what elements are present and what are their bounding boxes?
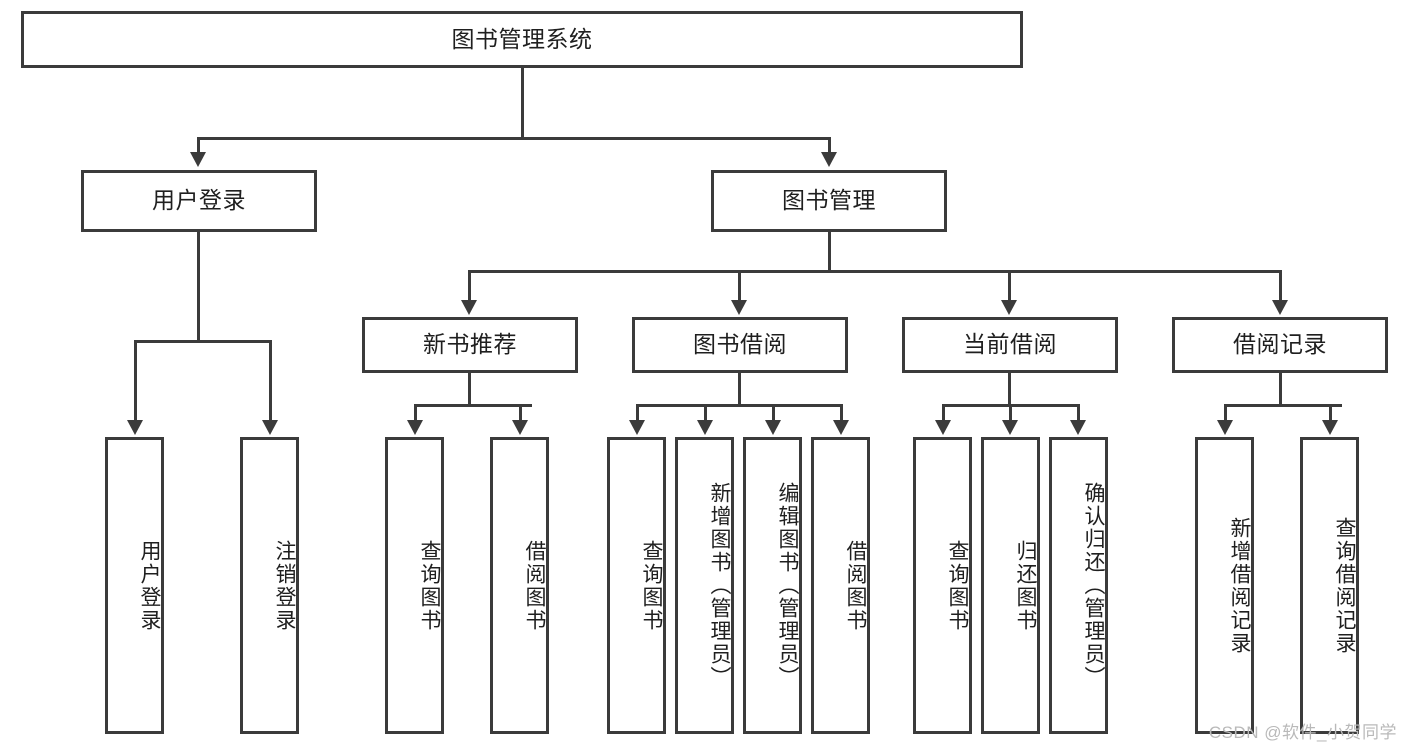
edge-current-borrow-stem [1008,373,1011,406]
arrow-current-borrow-to-leaf-2 [1002,420,1018,435]
node-label: 查询借阅记录 [1333,516,1356,655]
watermark-text: CSDN @软件_小贺同学 [1208,723,1397,742]
node-label: 查询图书 [946,539,969,632]
node-label: 借阅图书 [523,539,546,632]
leaf-user-login-logout[interactable]: 注销登录 [240,437,299,734]
leaf-book-borrow-add[interactable]: 新增图书（管理员） [675,437,734,734]
node-label: 新书推荐 [423,331,517,358]
edge-new-book-stem [468,373,471,406]
node-root-book-management-system[interactable]: 图书管理系统 [21,11,1023,68]
node-book-management[interactable]: 图书管理 [711,170,947,232]
edge-new-book-bus [414,404,532,407]
leaf-borrow-record-add[interactable]: 新增借阅记录 [1195,437,1254,734]
node-current-borrow[interactable]: 当前借阅 [902,317,1118,373]
leaf-new-book-query[interactable]: 查询图书 [385,437,444,734]
edge-bm-to-current-borrow [1008,270,1011,302]
edge-book-management-bus [468,270,1282,273]
node-label: 图书管理系统 [451,25,593,52]
leaf-book-borrow-borrow[interactable]: 借阅图书 [811,437,870,734]
node-borrow-record[interactable]: 借阅记录 [1172,317,1388,373]
edge-bm-to-book-borrow [738,270,741,302]
edge-book-borrow-to-leaf-3 [772,404,775,422]
node-label: 借阅记录 [1233,331,1327,358]
arrow-new-book-to-leaf-1 [407,420,423,435]
arrow-book-borrow-to-leaf-4 [833,420,849,435]
node-label: 图书借阅 [693,331,787,358]
edge-borrow-record-to-leaf-2 [1329,404,1332,422]
node-label: 注销登录 [273,539,296,632]
leaf-book-borrow-edit[interactable]: 编辑图书（管理员） [743,437,802,734]
edge-current-borrow-to-leaf-3 [1077,404,1080,422]
arrow-new-book-to-leaf-2 [512,420,528,435]
edge-root-to-book-management [828,137,831,157]
edge-root-bus [197,137,831,140]
arrow-user-login-to-leaf-1 [127,420,143,435]
node-label: 新增图书（管理员） [708,482,731,689]
arrow-book-borrow-to-leaf-2 [697,420,713,435]
leaf-current-borrow-query[interactable]: 查询图书 [913,437,972,734]
edge-book-management-stem [828,232,831,272]
edge-book-borrow-to-leaf-4 [840,404,843,422]
arrow-bm-to-new-book [461,300,477,315]
edge-user-login-bus [134,340,272,343]
arrow-bm-to-current-borrow [1001,300,1017,315]
node-label: 用户登录 [138,539,161,632]
edge-book-borrow-bus [636,404,842,407]
node-label: 图书管理 [782,187,876,214]
arrow-borrow-record-to-leaf-1 [1217,420,1233,435]
edge-bm-to-borrow-record [1279,270,1282,302]
leaf-new-book-borrow[interactable]: 借阅图书 [490,437,549,734]
edge-borrow-record-bus [1224,404,1342,407]
node-label: 用户登录 [152,187,246,214]
edge-borrow-record-to-leaf-1 [1224,404,1227,422]
node-label: 确认归还（管理员） [1082,482,1105,689]
edge-bm-to-new-book [468,270,471,302]
edge-user-login-to-leaf-2 [269,340,272,422]
node-new-book-recommend[interactable]: 新书推荐 [362,317,578,373]
edge-new-book-to-leaf-2 [519,404,522,422]
arrow-root-to-book-management [821,152,837,167]
edge-root-to-user-login [197,137,200,157]
edge-current-borrow-to-leaf-2 [1009,404,1012,422]
edge-new-book-to-leaf-1 [414,404,417,422]
edge-borrow-record-stem [1279,373,1282,406]
node-label: 编辑图书（管理员） [776,482,799,689]
leaf-current-borrow-confirm-return[interactable]: 确认归还（管理员） [1049,437,1108,734]
node-label: 归还图书 [1014,539,1037,632]
arrow-book-borrow-to-leaf-3 [765,420,781,435]
edge-current-borrow-to-leaf-1 [942,404,945,422]
edge-user-login-stem [197,232,200,342]
node-label: 借阅图书 [844,539,867,632]
leaf-current-borrow-return[interactable]: 归还图书 [981,437,1040,734]
node-label: 新增借阅记录 [1228,516,1251,655]
edge-user-login-to-leaf-1 [134,340,137,422]
arrow-current-borrow-to-leaf-1 [935,420,951,435]
arrow-borrow-record-to-leaf-2 [1322,420,1338,435]
arrow-current-borrow-to-leaf-3 [1070,420,1086,435]
node-label: 查询图书 [640,539,663,632]
arrow-book-borrow-to-leaf-1 [629,420,645,435]
leaf-user-login-login[interactable]: 用户登录 [105,437,164,734]
node-label: 当前借阅 [963,331,1057,358]
edge-root-stem [521,68,524,137]
node-label: 查询图书 [418,539,441,632]
node-user-login[interactable]: 用户登录 [81,170,317,232]
leaf-borrow-record-query[interactable]: 查询借阅记录 [1300,437,1359,734]
edge-book-borrow-stem [738,373,741,406]
edge-book-borrow-to-leaf-2 [704,404,707,422]
leaf-book-borrow-query[interactable]: 查询图书 [607,437,666,734]
arrow-bm-to-book-borrow [731,300,747,315]
arrow-bm-to-borrow-record [1272,300,1288,315]
arrow-user-login-to-leaf-2 [262,420,278,435]
arrow-root-to-user-login [190,152,206,167]
edge-book-borrow-to-leaf-1 [636,404,639,422]
node-book-borrow[interactable]: 图书借阅 [632,317,848,373]
